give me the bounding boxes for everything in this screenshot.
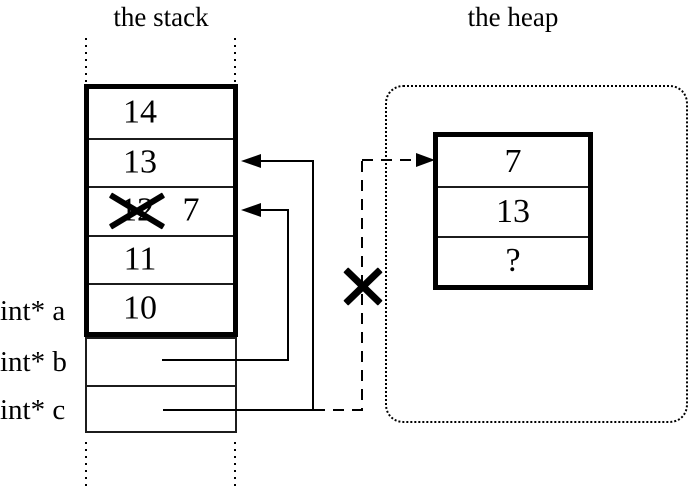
pointer-c-line-to-arrow (261, 160, 314, 162)
stack-cell-value: 13 (123, 143, 157, 181)
pointer-b-line-vertical (287, 209, 289, 361)
heap-title: the heap (467, 2, 559, 32)
pointer-a-label: int* a (0, 295, 66, 327)
pointer-b-line-to-arrow (261, 209, 289, 211)
stack-cell: 14 (89, 89, 233, 138)
stack-cell-new-value: 7 (182, 191, 200, 229)
pointer-b-cell (87, 339, 235, 385)
stack-cell-value: 10 (123, 289, 157, 327)
pointer-c-line-vertical (312, 160, 314, 411)
stack-guide-dotted-bottom-left (85, 442, 87, 487)
pointer-b-arrowhead-icon (241, 203, 261, 217)
pointer-c-cell (87, 385, 235, 431)
dangling-pointer-arrowhead-icon (416, 153, 435, 167)
cross-out-icon (106, 192, 168, 230)
pointer-variable-cells (85, 337, 237, 433)
dangling-pointer-dashed-horizontal-top (362, 159, 416, 161)
stack-guide-dotted-bottom-right (234, 442, 236, 487)
stack-frame-box: 14 13 12 7 11 10 (84, 84, 238, 337)
dangling-pointer-dashed-horizontal-bottom (314, 409, 364, 411)
pointer-b-label: int* b (0, 346, 67, 378)
heap-block-box: 7 13 ? (433, 132, 593, 290)
pointer-c-arrowhead-icon (241, 154, 261, 168)
stack-cell-value: 11 (123, 240, 157, 278)
stack-title: the stack (113, 2, 209, 32)
heap-cell: ? (438, 235, 588, 285)
pointer-c-line-horizontal (163, 409, 314, 411)
stack-cell-overwritten: 12 7 (89, 186, 233, 235)
severed-pointer-cross-icon (339, 267, 387, 306)
pointer-b-line-horizontal (162, 359, 289, 361)
heap-region-boundary (385, 85, 688, 423)
stack-cell: 13 (89, 137, 233, 187)
stack-cell-value: 14 (123, 93, 157, 131)
pointer-c-label: int* c (0, 394, 66, 426)
heap-cell: 7 (504, 142, 522, 180)
stack-cell: 10 (89, 283, 233, 332)
stack-guide-dotted-top-right (234, 38, 236, 82)
stack-cell: 11 (89, 234, 233, 284)
heap-cell: 13 (438, 186, 588, 235)
stack-guide-dotted-top-left (85, 38, 87, 82)
